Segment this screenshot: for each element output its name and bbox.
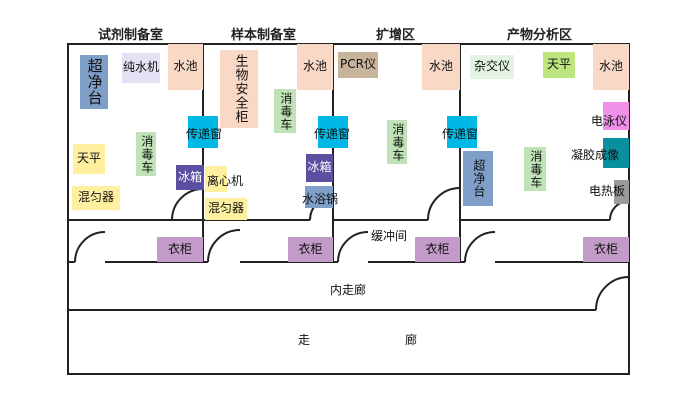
reagent-pass-window bbox=[188, 116, 218, 148]
reagent-balance: 天平 bbox=[73, 144, 105, 174]
analysis-ultra-clean-bench: 超净台 bbox=[463, 151, 493, 206]
sample-centrifuge bbox=[205, 166, 227, 192]
analysis-gel-imaging-label: 凝胶成像 bbox=[571, 148, 620, 162]
inner-corridor-label: 内走廊 bbox=[330, 283, 367, 297]
sample-sink: 水池 bbox=[297, 44, 333, 90]
analysis-hybridizer: 杂交仪 bbox=[470, 55, 514, 79]
reagent-mixer: 混匀器 bbox=[72, 186, 120, 210]
room-title-analysis: 产物分析区 bbox=[507, 28, 573, 43]
analysis-disinfect-cart: 消毒车 bbox=[524, 147, 546, 191]
sample-wardrobe: 衣柜 bbox=[288, 237, 333, 262]
room-title-reagent: 试剂制备室 bbox=[98, 28, 164, 43]
room-title-amplify: 扩增区 bbox=[376, 28, 416, 43]
reagent-fridge: 冰箱 bbox=[176, 165, 204, 190]
amplify-pcr: PCR仪 bbox=[338, 52, 378, 78]
reagent-pure-water-machine: 纯水机 bbox=[122, 53, 160, 83]
sample-water-bath bbox=[305, 186, 333, 208]
analysis-electrophoresis-label: 电泳仪 bbox=[591, 114, 628, 128]
sample-fridge: 冰箱 bbox=[306, 154, 333, 182]
analysis-balance: 天平 bbox=[543, 52, 575, 78]
reagent-disinfect-cart: 消毒车 bbox=[136, 132, 156, 176]
amplify-sink: 水池 bbox=[422, 44, 460, 90]
sample-centrifuge-label: 离心机 bbox=[207, 174, 244, 188]
analysis-electrophoresis bbox=[603, 102, 629, 130]
amplify-wardrobe: 衣柜 bbox=[415, 237, 460, 262]
reagent-wardrobe: 衣柜 bbox=[157, 237, 203, 262]
room-title-sample: 样本制备室 bbox=[231, 28, 297, 43]
analysis-sink: 水池 bbox=[593, 44, 629, 90]
sample-water-bath-label: 水浴锅 bbox=[302, 192, 339, 206]
amplify-pass-window bbox=[447, 116, 477, 148]
reagent-pass-window-label: 传递窗 bbox=[186, 127, 223, 141]
sample-disinfect-cart: 消毒车 bbox=[274, 89, 296, 133]
amplify-pass-window-label: 传递窗 bbox=[442, 127, 479, 141]
reagent-sink: 水池 bbox=[168, 44, 203, 90]
outer-corridor-label-right: 廊 bbox=[405, 333, 418, 347]
analysis-gel-imaging bbox=[603, 138, 629, 168]
amplify-disinfect-cart: 消毒车 bbox=[387, 120, 407, 164]
reagent-ultra-clean-bench: 超净台 bbox=[80, 55, 108, 109]
buffer-room-label: 缓冲间 bbox=[371, 229, 408, 243]
analysis-hot-plate bbox=[614, 180, 629, 204]
analysis-wardrobe: 衣柜 bbox=[583, 237, 629, 262]
sample-bio-safety-cabinet: 生物安全柜 bbox=[220, 50, 258, 128]
outer-corridor-label-left: 走 bbox=[298, 333, 311, 347]
sample-mixer: 混匀器 bbox=[205, 198, 247, 220]
sample-pass-window-label: 传递窗 bbox=[314, 127, 351, 141]
analysis-hot-plate-label: 电热板 bbox=[589, 184, 626, 198]
sample-pass-window bbox=[318, 116, 348, 148]
